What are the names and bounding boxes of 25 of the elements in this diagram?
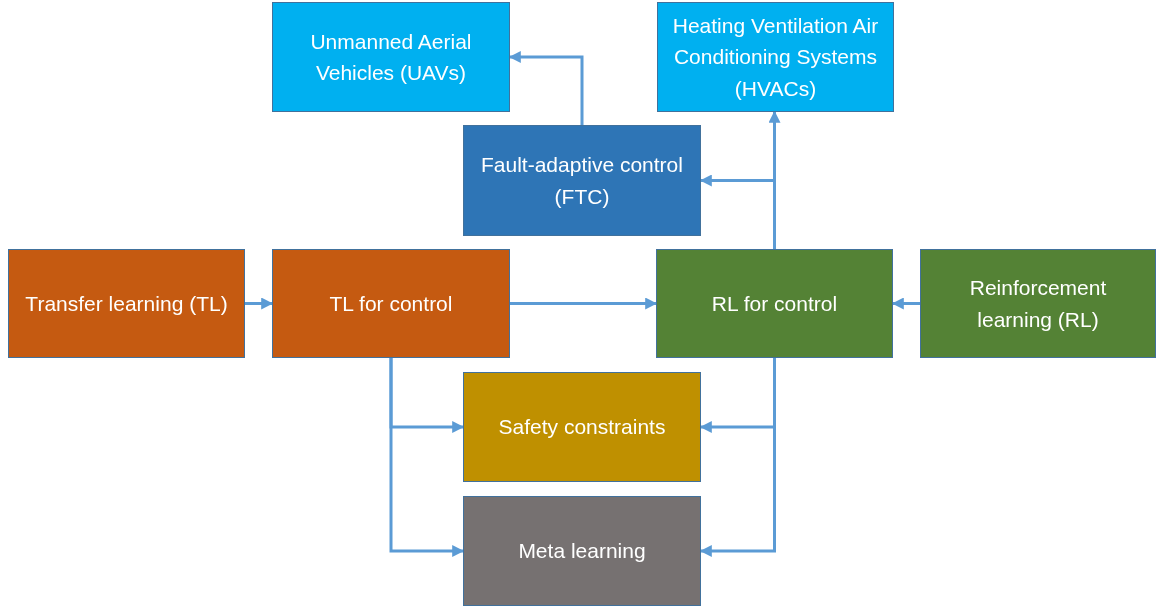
arrow [699, 358, 776, 557]
arrow [508, 51, 584, 125]
arrow [389, 358, 465, 557]
box-label: Meta learning [518, 538, 646, 565]
box-label: RL for control [711, 290, 838, 317]
process-box [657, 2, 894, 112]
process-box [272, 249, 510, 358]
box-label: Safety constraints [498, 414, 666, 441]
process-box [920, 249, 1156, 358]
box-label: Reinforcement learning (RL) [968, 275, 1108, 333]
process-box [463, 125, 701, 236]
box-label: TL for control [329, 290, 453, 317]
arrow [510, 297, 658, 310]
process-box [656, 249, 893, 358]
process-box [272, 2, 510, 112]
arrow [891, 297, 920, 310]
box-label: Heating Ventilation Air Conditioning Systems (HVACs) [671, 12, 880, 102]
arrow [245, 297, 274, 310]
process-box [463, 372, 701, 482]
box-label: Unmanned Aerial Vehicles (UAVs) [309, 28, 473, 86]
arrow [699, 174, 776, 249]
box-label: Transfer learning (TL) [25, 290, 228, 317]
box-label: Fault-adaptive control (FTC) [480, 152, 684, 210]
process-box [463, 496, 701, 606]
process-box [8, 249, 245, 358]
